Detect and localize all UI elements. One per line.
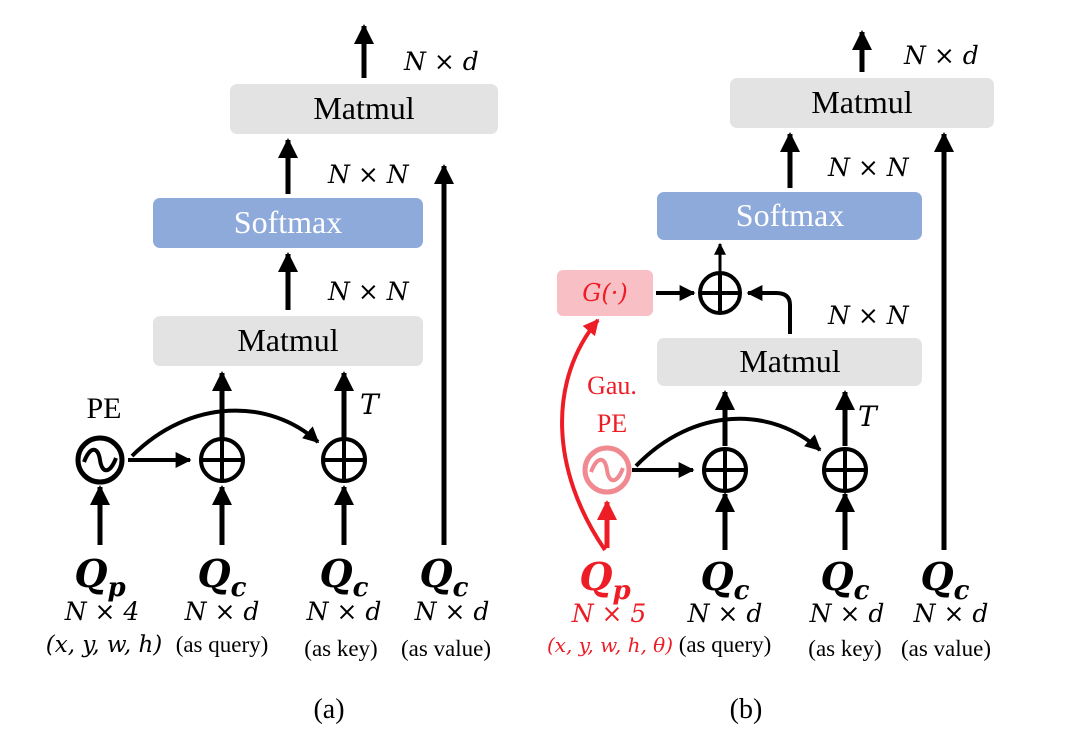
panel-b-value-note: (as value) (901, 636, 991, 661)
panel-b-matmul-output-dim: N × N (827, 301, 910, 330)
panel-a-key-add-icon (321, 437, 367, 483)
panel-a-softmax-label: Softmax (234, 204, 342, 240)
panel-a-top-matmul-box (230, 84, 498, 134)
panel-b-query-add-icon (702, 447, 748, 493)
panel-a-qp-symbol: Q (74, 551, 107, 596)
svg-text:Qc: Qc (320, 551, 369, 603)
svg-text:Qp: Qp (74, 551, 125, 603)
panel-b-softmax-input-dim: N × N (827, 153, 910, 182)
panel-b-gaussian-box (557, 270, 653, 316)
panel-b-input-qp: Qp N × 5 (x, y, w, h, θ) (547, 554, 673, 657)
panel-b-key-note: (as key) (808, 636, 881, 661)
panel-a-bottom-matmul-box (153, 316, 423, 366)
panel-b-input-key: Qc N × d (as key) (808, 554, 884, 661)
panel-a-key-subscript: c (353, 573, 369, 603)
panel-a-pe-to-key-add-arrow (130, 408, 320, 458)
panel-a-caption: (a) (313, 694, 344, 725)
panel-b-key-add-icon (822, 447, 868, 493)
panel-b-gau-label: Gau. (587, 371, 637, 400)
panel-b-qp-note: (x, y, w, h, θ) (547, 633, 673, 657)
panel-a-matmul-output-dim: N × N (327, 277, 410, 306)
svg-text:Qc: Qc (921, 554, 970, 606)
panel-a-transpose-label: T (360, 388, 381, 421)
panel-a-key-symbol: Q (320, 551, 353, 596)
panel-a-key-note: (as key) (304, 636, 377, 661)
panel-b-top-matmul-box (730, 78, 994, 128)
panel-a-output-dim: N × d (403, 47, 479, 76)
panel-b-bottom-matmul-label: Matmul (739, 343, 840, 379)
panel-a-input-value: Qc N × d (as value) (401, 551, 491, 661)
panel-b-key-symbol: Q (821, 554, 854, 599)
panel-a-qp-dim: N × 4 (64, 597, 140, 626)
panel-a-softmax-box (153, 198, 423, 248)
panel-b-value-symbol: Q (921, 554, 954, 599)
panel-a-qp-subscript: p (107, 573, 125, 603)
panel-b-transpose-label: T (858, 400, 879, 433)
panel-a-input-query: Qc N × d (as query) (176, 551, 269, 657)
panel-a-pe-label: PE (86, 392, 121, 425)
panel-a-input-key: Qc N × d (as key) (304, 551, 381, 661)
panel-b-query-dim: N × d (687, 599, 763, 628)
panel-b-qp-symbol: Q (579, 554, 612, 599)
panel-b-matmul-to-add-arrow (746, 285, 792, 334)
panel-b-qp-subscript: p (612, 576, 630, 606)
panel-a-query-add-icon (199, 437, 245, 483)
panel-b-value-dim: N × d (913, 599, 989, 628)
panel-b-gaussian-add-icon (698, 271, 742, 315)
panel-b-caption: (b) (730, 694, 763, 725)
svg-text:Qc: Qc (198, 551, 247, 603)
panel-b-bottom-matmul-box (657, 338, 922, 386)
svg-text:Qp: Qp (579, 554, 630, 606)
panel-b-input-query: Qc N × d (as query) (679, 554, 772, 657)
panel-a-value-subscript: c (453, 573, 469, 603)
panel-b-key-dim: N × d (809, 599, 885, 628)
panel-b-pe-to-key-add-arrow (634, 416, 822, 468)
panel-a-value-symbol: Q (420, 551, 453, 596)
panel-b-softmax-label: Softmax (736, 197, 844, 233)
panel-a-bottom-matmul-label: Matmul (237, 322, 338, 358)
panel-b: Matmul Softmax Matmul G(·) N × d N × N N… (547, 30, 994, 725)
panel-b-query-symbol: Q (701, 554, 734, 599)
panel-a-query-subscript: c (231, 573, 247, 603)
panel-b-key-subscript: c (854, 576, 870, 606)
panel-b-value-subscript: c (954, 576, 970, 606)
panel-a-top-matmul-label: Matmul (313, 90, 414, 126)
panel-a-value-dim: N × d (414, 597, 490, 626)
panel-b-qp-dim: N × 5 (571, 599, 647, 628)
panel-b-query-subscript: c (734, 576, 750, 606)
panel-b-softmax-box (657, 192, 922, 240)
svg-text:Qc: Qc (821, 554, 870, 606)
panel-a-query-note: (as query) (176, 632, 269, 657)
panel-a-query-dim: N × d (184, 597, 260, 626)
panel-a-value-note: (as value) (401, 636, 491, 661)
panel-b-top-matmul-label: Matmul (811, 84, 912, 120)
panel-a-input-qp: Qp N × 4 (x, y, w, h) (46, 551, 163, 658)
panel-b-pe-label: PE (597, 409, 627, 438)
svg-text:Qc: Qc (701, 554, 750, 606)
panel-b-pe-icon (582, 445, 632, 495)
panel-b-output-dim: N × d (903, 41, 979, 70)
panel-a-softmax-input-dim: N × N (327, 160, 410, 189)
panel-a-query-symbol: Q (198, 551, 231, 596)
panel-b-query-note: (as query) (679, 632, 772, 657)
svg-text:Qc: Qc (420, 551, 469, 603)
panel-b-gaussian-label: G(·) (582, 279, 628, 307)
panel-a-qp-note: (x, y, w, h) (46, 632, 163, 658)
panel-b-input-value: Qc N × d (as value) (901, 554, 991, 661)
panel-a-pe-icon (75, 435, 125, 485)
panel-a: Matmul Softmax Matmul N × d N × N N × N … (46, 24, 498, 725)
panel-b-qp-to-g-arrow (560, 318, 607, 552)
panel-a-key-dim: N × d (306, 597, 382, 626)
